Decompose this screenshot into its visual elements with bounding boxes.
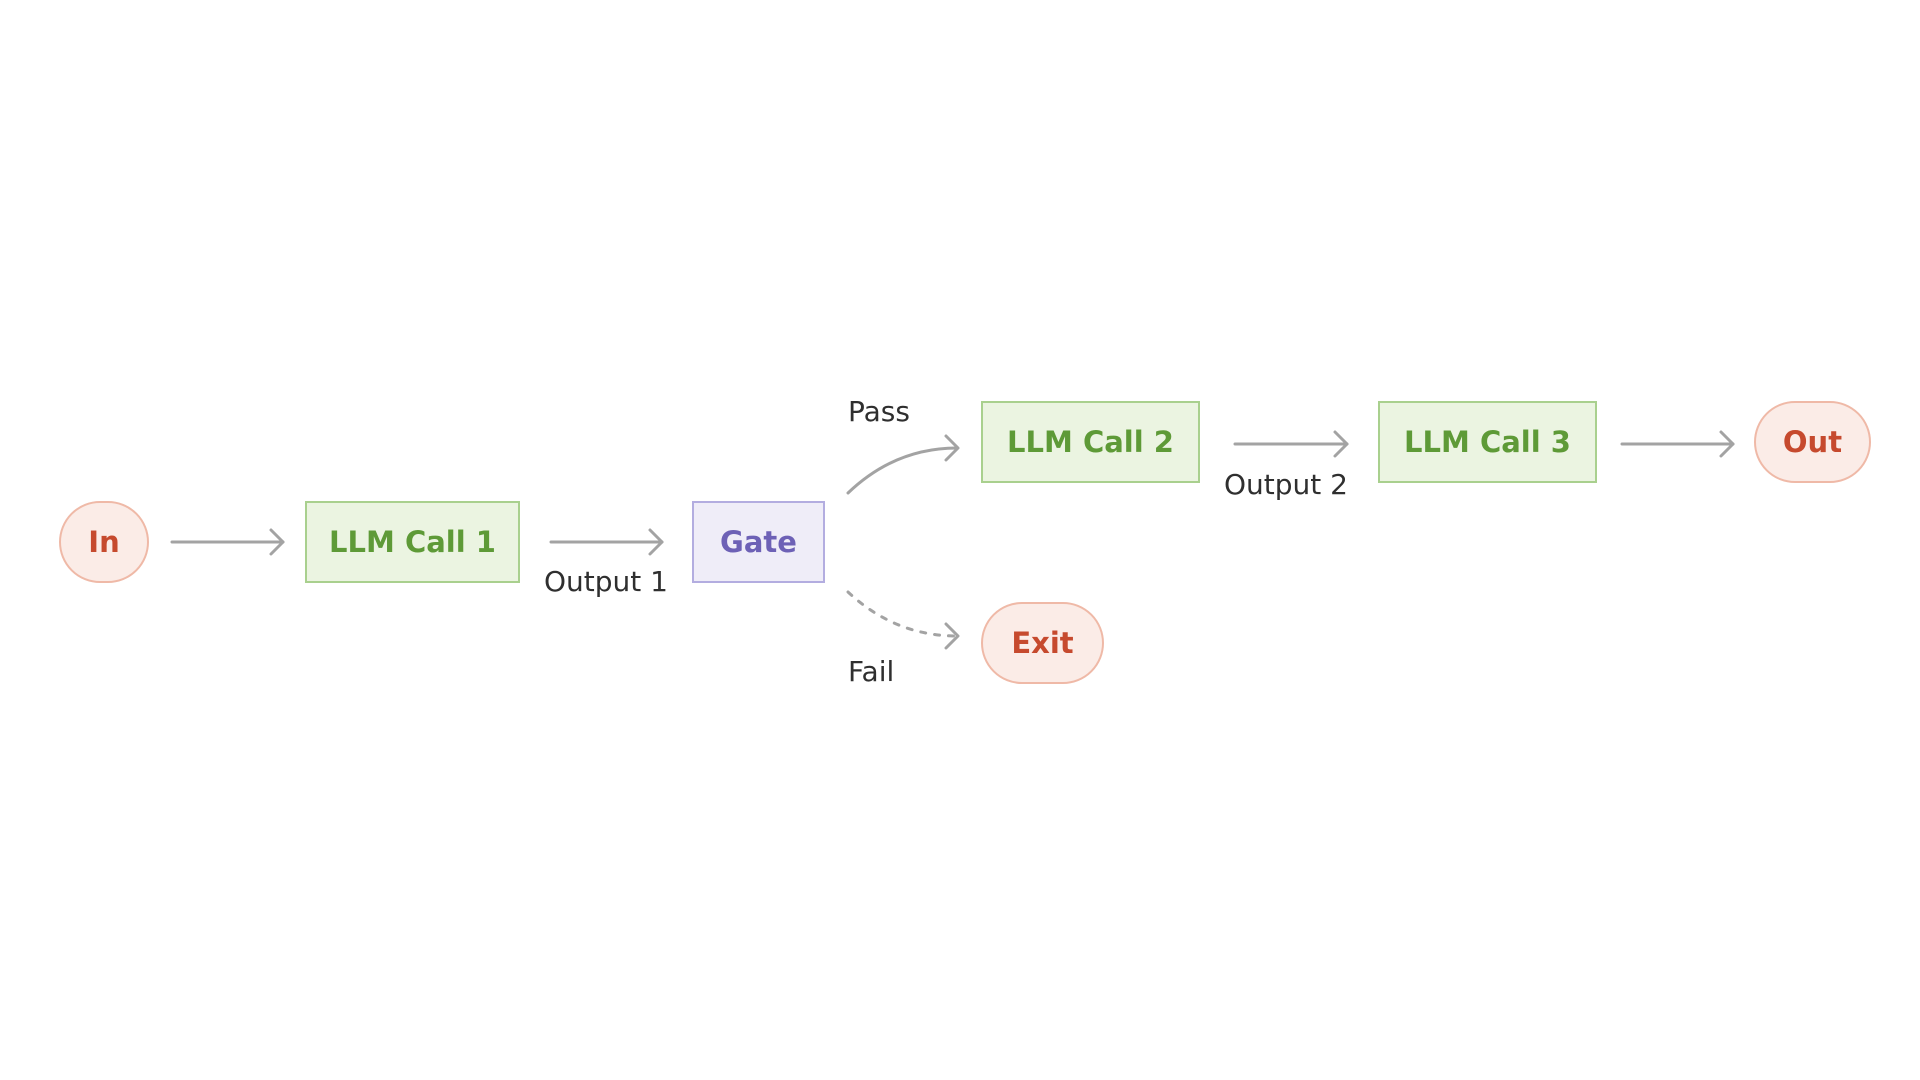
arrow-in-to-llm-call-1: [170, 528, 285, 556]
node-exit: Exit: [981, 602, 1104, 684]
node-llm-call-2: LLM Call 2: [981, 401, 1200, 483]
node-llm-call-1-label: LLM Call 1: [329, 525, 496, 559]
node-gate-label: Gate: [720, 525, 797, 559]
node-in: In: [59, 501, 149, 583]
arrow-llm-call-1-to-gate: [549, 528, 664, 556]
node-out-label: Out: [1782, 425, 1843, 459]
arrow-gate-to-llm-call-2-pass: [846, 434, 960, 495]
edge-label-output-2: Output 2: [1224, 468, 1348, 501]
node-in-label: In: [88, 525, 120, 559]
node-llm-call-3: LLM Call 3: [1378, 401, 1597, 483]
arrow-llm-call-3-to-out: [1620, 430, 1735, 458]
edge-label-fail: Fail: [848, 655, 895, 688]
node-out: Out: [1754, 401, 1871, 483]
node-exit-label: Exit: [1011, 626, 1074, 660]
node-llm-call-1: LLM Call 1: [305, 501, 520, 583]
edge-label-pass: Pass: [848, 395, 910, 428]
arrow-gate-to-exit-fail: [846, 590, 960, 650]
node-llm-call-2-label: LLM Call 2: [1007, 425, 1174, 459]
node-gate: Gate: [692, 501, 825, 583]
arrow-llm-call-2-to-llm-call-3: [1233, 430, 1349, 458]
edge-label-output-1: Output 1: [544, 565, 668, 598]
node-llm-call-3-label: LLM Call 3: [1404, 425, 1571, 459]
